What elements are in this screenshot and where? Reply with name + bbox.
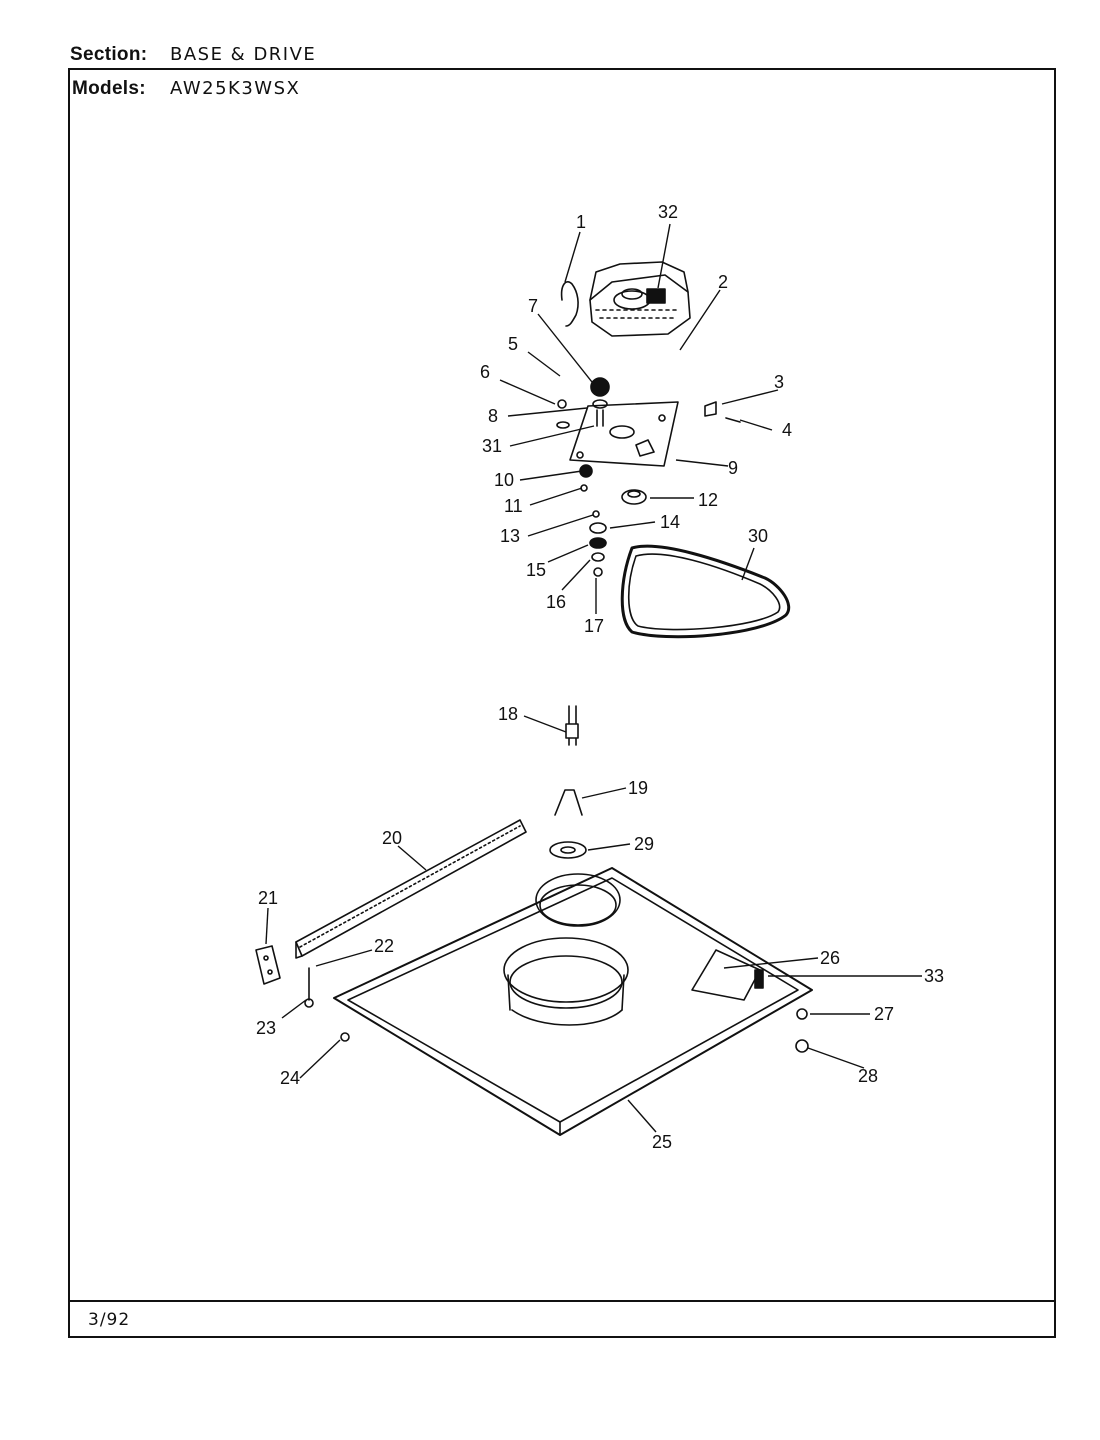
callout-24: 24 <box>280 1068 300 1088</box>
brace-part <box>295 819 527 959</box>
callout-4: 4 <box>782 420 792 440</box>
callout-3: 3 <box>774 372 784 392</box>
callout-20: 20 <box>382 828 402 848</box>
wire-part <box>560 281 579 327</box>
callout-31: 31 <box>482 436 502 456</box>
callout-7: 7 <box>528 296 538 316</box>
callout-5: 5 <box>508 334 518 354</box>
footer-date: 3/92 <box>88 1310 131 1330</box>
callout-29: 29 <box>634 834 654 854</box>
section-value: BASE & DRIVE <box>170 44 317 65</box>
callout-28: 28 <box>858 1066 878 1086</box>
callout-22: 22 <box>374 936 394 956</box>
diagram-frame <box>68 68 1056 1338</box>
footer-rule <box>68 1300 1056 1302</box>
belt-part <box>620 544 791 639</box>
callout-13: 13 <box>500 526 520 546</box>
callout-32: 32 <box>658 202 678 222</box>
callout-10: 10 <box>494 470 514 490</box>
callout-23: 23 <box>256 1018 276 1038</box>
callout-16: 16 <box>546 592 566 612</box>
motor-part <box>589 261 691 337</box>
callout-12: 12 <box>698 490 718 510</box>
callout-6: 6 <box>480 362 490 382</box>
models-value: AW25K3WSX <box>170 78 301 99</box>
callout-14: 14 <box>660 512 680 532</box>
callout-33: 33 <box>924 966 944 986</box>
callout-25: 25 <box>652 1132 672 1152</box>
callout-19: 19 <box>628 778 648 798</box>
callout-30: 30 <box>748 526 768 546</box>
callout-17: 17 <box>584 616 604 636</box>
callout-27: 27 <box>874 1004 894 1024</box>
callout-26: 26 <box>820 948 840 968</box>
mount-plate-part <box>569 401 679 467</box>
callout-1: 1 <box>576 212 586 232</box>
callout-9: 9 <box>728 458 738 478</box>
callout-21: 21 <box>258 888 278 908</box>
base-part <box>333 867 813 1136</box>
callout-15: 15 <box>526 560 546 580</box>
callout-2: 2 <box>718 272 728 292</box>
section-label: Section: <box>70 44 148 65</box>
callout-8: 8 <box>488 406 498 426</box>
callout-11: 11 <box>504 496 523 516</box>
callout-18: 18 <box>498 704 518 724</box>
models-label: Models: <box>72 78 146 99</box>
